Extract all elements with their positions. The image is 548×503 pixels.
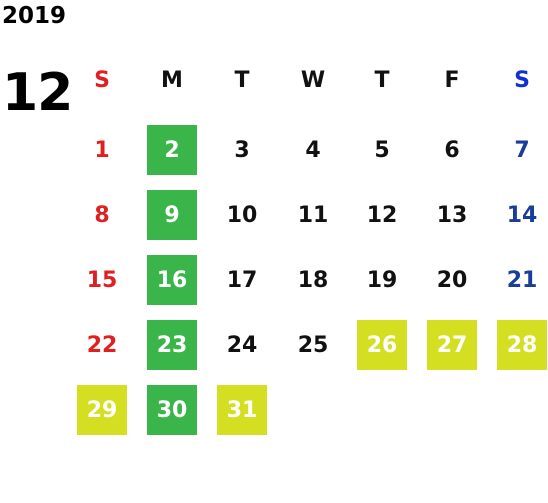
day-cell[interactable]: 19 bbox=[366, 267, 398, 293]
day-cell[interactable]: 26 bbox=[357, 320, 407, 370]
day-cell[interactable]: 22 bbox=[86, 332, 118, 358]
day-cell[interactable]: 1 bbox=[94, 137, 110, 163]
day-cell[interactable]: 14 bbox=[506, 202, 538, 228]
year-label: 2019 bbox=[2, 3, 67, 29]
weekday-header: S bbox=[94, 67, 110, 93]
day-cell[interactable]: 2 bbox=[147, 125, 197, 175]
day-cell[interactable]: 28 bbox=[497, 320, 547, 370]
day-cell[interactable]: 7 bbox=[514, 137, 530, 163]
day-cell[interactable]: 16 bbox=[147, 255, 197, 305]
day-cell[interactable]: 18 bbox=[297, 267, 329, 293]
day-cell[interactable]: 24 bbox=[226, 332, 258, 358]
day-cell[interactable]: 31 bbox=[217, 385, 267, 435]
day-cell[interactable]: 13 bbox=[436, 202, 468, 228]
weekday-header: S bbox=[514, 67, 530, 93]
day-cell[interactable]: 21 bbox=[506, 267, 538, 293]
day-cell[interactable]: 10 bbox=[226, 202, 258, 228]
day-cell[interactable]: 17 bbox=[226, 267, 258, 293]
day-cell[interactable]: 8 bbox=[94, 202, 110, 228]
weekday-header: M bbox=[161, 67, 183, 93]
day-cell[interactable]: 3 bbox=[234, 137, 250, 163]
weekday-header: W bbox=[300, 67, 326, 93]
day-cell[interactable]: 12 bbox=[366, 202, 398, 228]
day-cell[interactable]: 6 bbox=[444, 137, 460, 163]
month-number: 12 bbox=[2, 63, 73, 123]
weekday-header: T bbox=[234, 67, 250, 93]
day-cell[interactable]: 4 bbox=[305, 137, 321, 163]
day-cell[interactable]: 20 bbox=[436, 267, 468, 293]
weekday-header: F bbox=[444, 67, 460, 93]
day-cell[interactable]: 5 bbox=[374, 137, 390, 163]
day-cell[interactable]: 11 bbox=[297, 202, 329, 228]
weekday-header: T bbox=[374, 67, 390, 93]
day-cell[interactable]: 27 bbox=[427, 320, 477, 370]
day-cell[interactable]: 23 bbox=[147, 320, 197, 370]
day-cell[interactable]: 25 bbox=[297, 332, 329, 358]
day-cell[interactable]: 29 bbox=[77, 385, 127, 435]
day-cell[interactable]: 15 bbox=[86, 267, 118, 293]
day-cell[interactable]: 9 bbox=[147, 190, 197, 240]
day-cell[interactable]: 30 bbox=[147, 385, 197, 435]
